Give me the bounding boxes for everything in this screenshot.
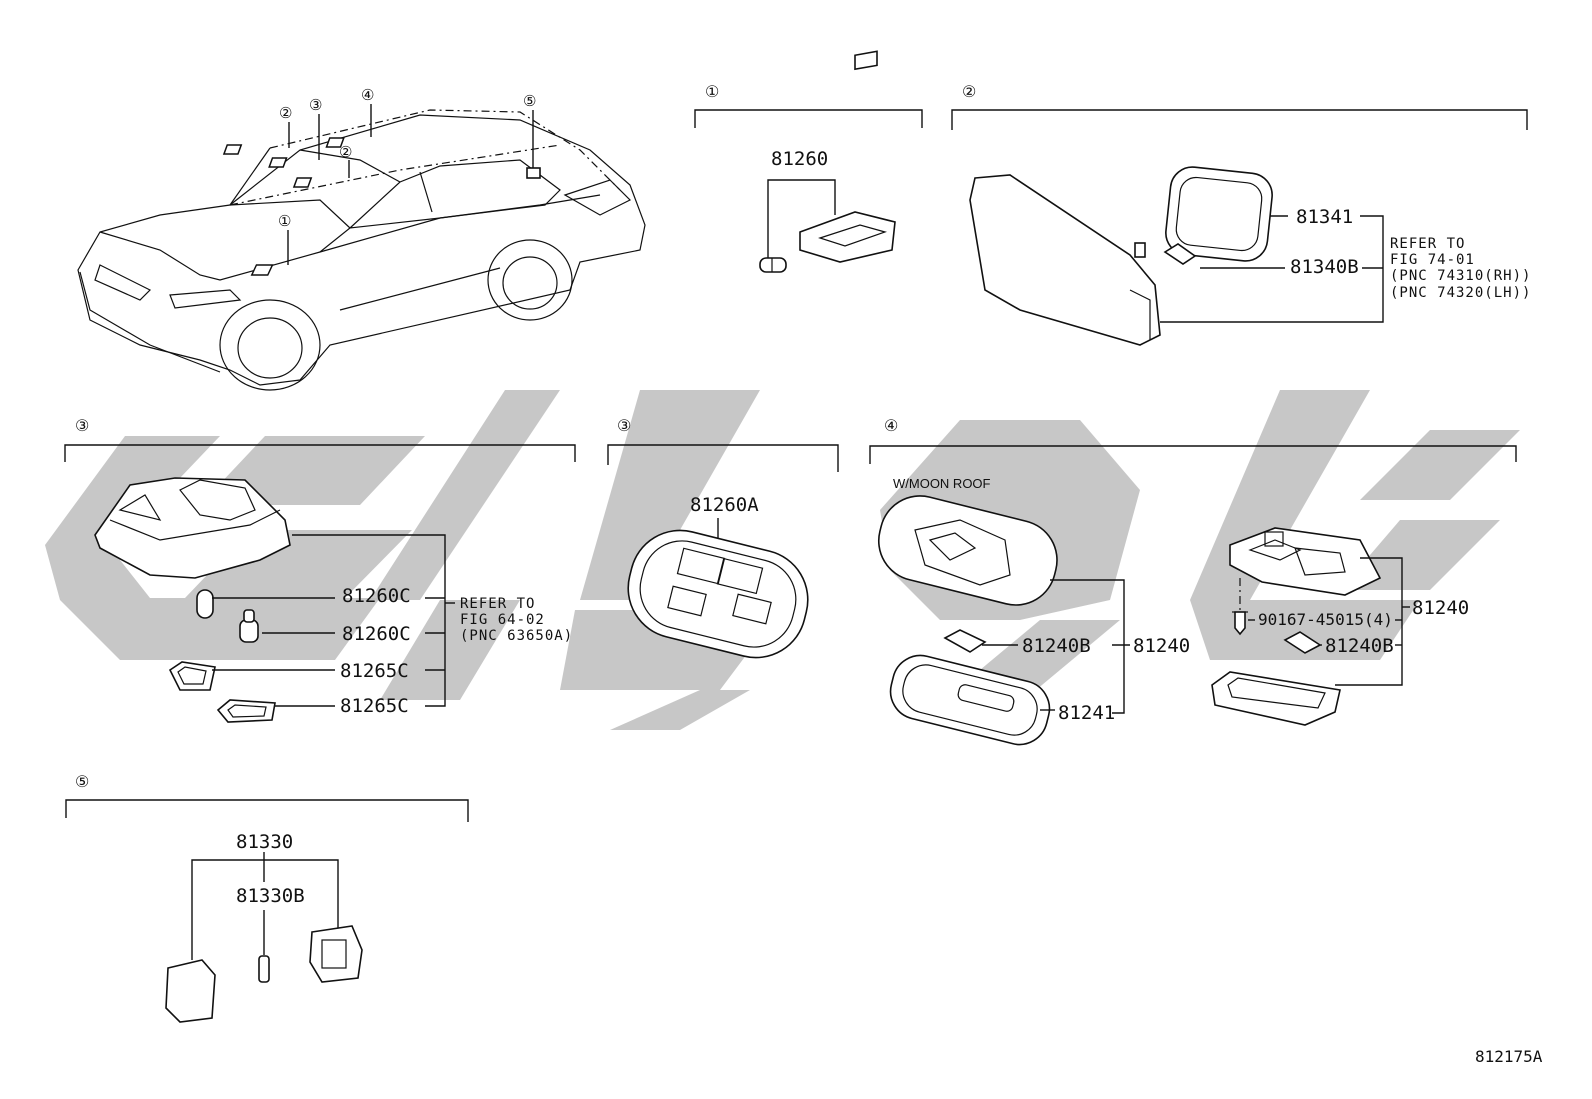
- vanity-bulb-icon: [1163, 243, 1197, 265]
- moon-roof-label: W/MOON ROOF: [893, 476, 991, 491]
- car-callout: ③: [309, 97, 322, 114]
- svg-text:(PNC 74320(LH)): (PNC 74320(LH)): [1390, 285, 1531, 301]
- car-callout: ⑤: [523, 93, 536, 110]
- part-number-81260C-b: 81260C: [342, 623, 411, 645]
- car-callout: ②: [339, 144, 352, 161]
- trunk-lamp-housing: [309, 925, 363, 983]
- part-number-81240B-left: 81240B: [1022, 635, 1091, 657]
- car-overview: ② ③ ④ ② ⑤ ①: [77, 87, 646, 391]
- map-lamp-bulb-1-icon: [196, 589, 214, 619]
- diagram-code: 812175A: [1475, 1047, 1543, 1066]
- part-number-81260: 81260: [771, 148, 828, 170]
- part-number-81340B: 81340B: [1290, 256, 1359, 278]
- part-number-81330: 81330: [236, 831, 293, 853]
- part-number-90167-45015: 90167-45015(4): [1258, 610, 1393, 629]
- moon-roof-bulb-icon: [943, 629, 987, 653]
- bulb-icon: [759, 257, 787, 273]
- sun-visor: [969, 174, 1161, 346]
- part-number-81265C-a: 81265C: [340, 660, 409, 682]
- part-number-81265C-b: 81265C: [340, 695, 409, 717]
- svg-text:(PNC 74310(RH)): (PNC 74310(RH)): [1390, 268, 1531, 284]
- section-4-marker: ④: [884, 418, 898, 435]
- lens-cover-1: [168, 661, 216, 691]
- trunk-lamp-bulb-icon: [258, 955, 270, 983]
- section-3b: ③ 81260A: [607, 418, 839, 659]
- section-3b-marker: ③: [617, 418, 631, 435]
- trunk-lamp-lens: [165, 959, 216, 1023]
- dome-lamp-assembly: [627, 529, 809, 659]
- svg-text:FIG 64-02: FIG 64-02: [460, 612, 545, 628]
- svg-text:REFER TO: REFER TO: [460, 596, 535, 612]
- section-1: ① 81260: [694, 50, 923, 273]
- map-lamp-bulb-2-icon: [239, 609, 259, 643]
- svg-text:REFER TO: REFER TO: [1390, 236, 1465, 252]
- part-number-81330B: 81330B: [236, 885, 305, 907]
- svg-text:(PNC 63650A): (PNC 63650A): [460, 628, 573, 644]
- section-1-marker: ①: [705, 84, 719, 101]
- section-3a-refer-note: REFER TO FIG 64-02 (PNC 63650A): [460, 596, 573, 644]
- lamp-socket: [799, 50, 896, 263]
- section-4: ④ W/MOON ROOF 81240B 81240 81241: [869, 418, 1517, 746]
- part-number-81240-right: 81240: [1412, 597, 1469, 619]
- part-number-81240-left: 81240: [1133, 635, 1190, 657]
- section-3a-marker: ③: [75, 418, 89, 435]
- part-number-81260A: 81260A: [690, 494, 759, 516]
- map-lamp-housing: [94, 477, 291, 579]
- screw-icon: [1232, 611, 1248, 636]
- part-number-81240B-right: 81240B: [1325, 635, 1394, 657]
- vanity-mirror-cover: [1165, 166, 1273, 262]
- car-callout: ②: [279, 105, 292, 122]
- section-5: ⑤ 81330 81330B: [65, 774, 469, 1023]
- section-5-marker: ⑤: [75, 774, 89, 791]
- car-callouts: ② ③ ④ ② ⑤ ①: [278, 87, 536, 230]
- section-2-marker: ②: [962, 84, 976, 101]
- car-callout: ①: [278, 213, 291, 230]
- section-2-refer-note: REFER TO FIG 74-01 (PNC 74310(RH)) (PNC …: [1390, 236, 1531, 301]
- moon-roof-lamp-housing: [877, 495, 1058, 606]
- section-3a: ③ 81260C 81260C 81265C 81265C: [64, 418, 576, 723]
- dome-lamp-housing-right: [1229, 527, 1382, 596]
- part-number-81341: 81341: [1296, 206, 1353, 228]
- car-callout: ④: [361, 87, 374, 104]
- svg-text:FIG 74-01: FIG 74-01: [1390, 252, 1475, 268]
- part-number-81241: 81241: [1058, 702, 1115, 724]
- moon-roof-lens: [889, 654, 1051, 746]
- dome-lens-right: [1211, 671, 1341, 726]
- lens-cover-2: [216, 699, 276, 723]
- lamp-location-markers: [222, 104, 541, 276]
- section-2: ② 81341 81340B REFER TO FIG 74-01 (PNC 7…: [951, 84, 1531, 346]
- part-number-81260C-a: 81260C: [342, 585, 411, 607]
